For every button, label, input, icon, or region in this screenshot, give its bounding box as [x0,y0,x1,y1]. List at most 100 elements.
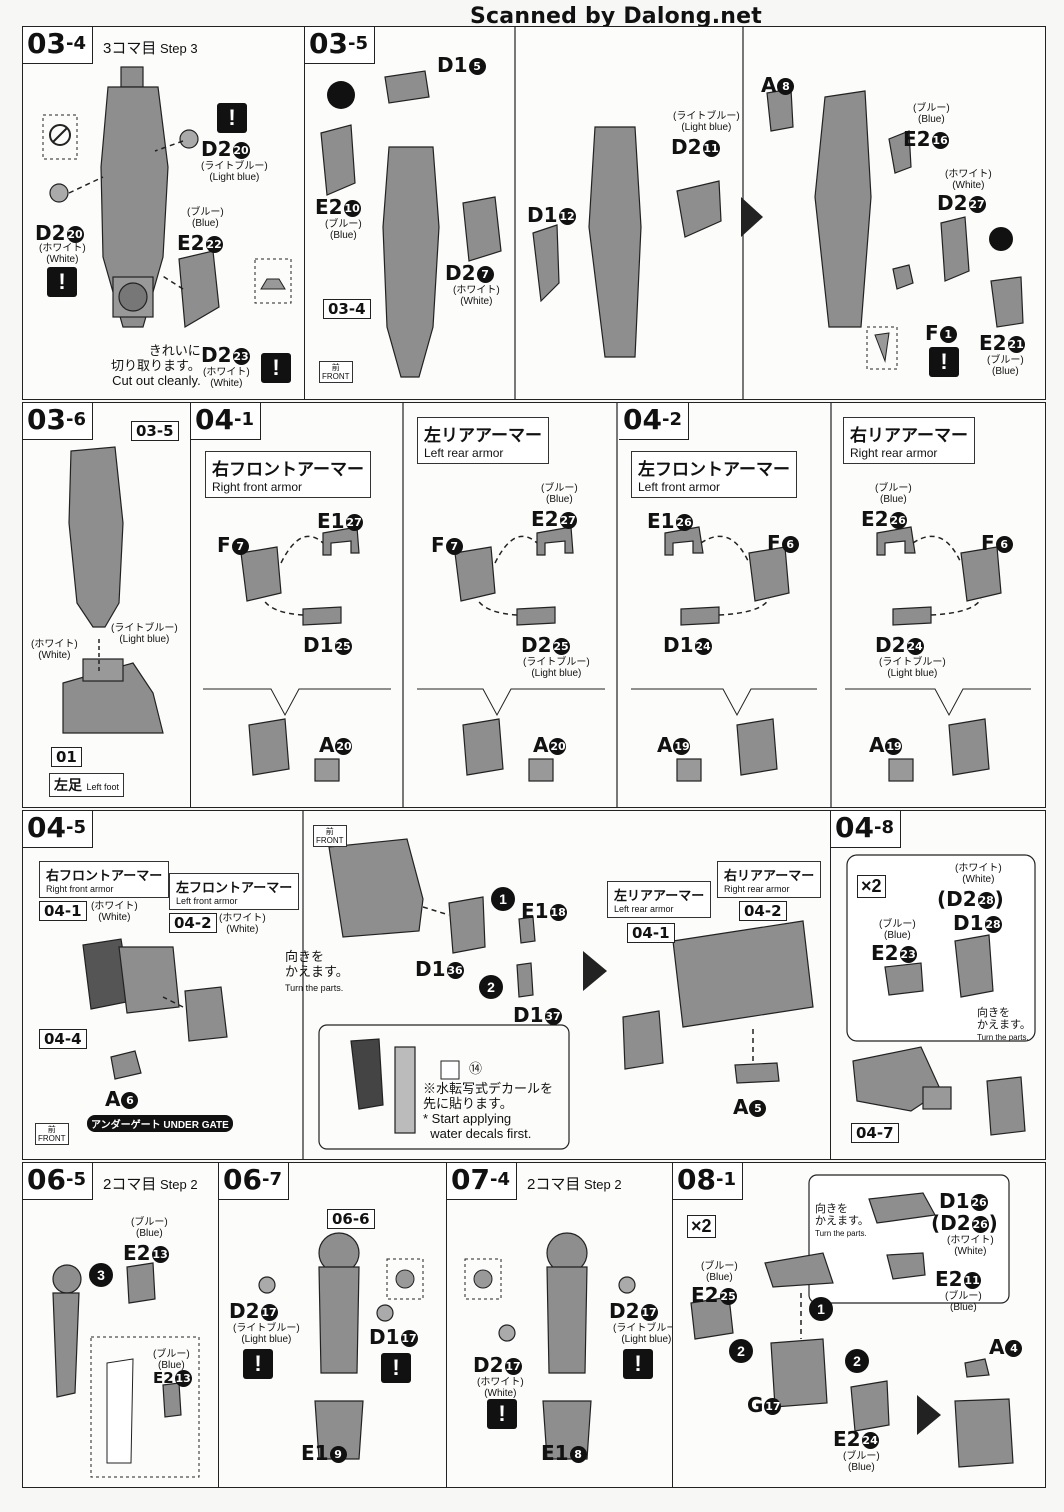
color-label: (ブルー)(Blue) [541,483,578,505]
ref-04-2: 04-2 [739,901,787,921]
color-label: (ライトブルー)(Light blue) [201,161,268,183]
color-label: (ホワイト)(White) [31,639,78,661]
turn-note: 向きをかえます。Turn the parts. [815,1203,869,1238]
color-label: (ブルー)(Blue) [913,103,950,125]
color-label: (ブルー)(Blue) [325,219,362,241]
quantity-x2: ×2 [857,875,886,898]
color-label: (ホワイト)(White) [945,169,992,191]
step-badge-04-2: 04-2 [619,403,689,440]
caution-icon: ! [217,103,247,133]
caution-icon: ! [929,347,959,377]
skirt-drawing [846,854,1036,1136]
ref-04-1: 04-1 [627,923,675,943]
step-badge: 06-5 [23,1163,93,1200]
color-label: (ホワイト)(White) [947,1235,994,1257]
color-label: (ホワイト)(White) [477,1377,524,1399]
ref-03-5: 03-5 [131,421,179,441]
step-04-1-2-panel: 04-1 [190,402,1046,808]
caution-icon: ! [381,1353,411,1383]
caution-icon: ! [243,1349,273,1379]
step-marker-2: 2 [479,975,503,999]
arm-part-drawing [52,1262,200,1478]
ref-04-4: 04-4 [39,1029,87,1049]
step-marker-1: 1 [491,887,515,911]
step-badge: 04-5 [23,811,93,848]
color-label: (ブルー)(Blue) [843,1451,880,1473]
left-foot-label: 左足 Left foot [49,773,124,797]
step-marker-2: 2 [729,1339,753,1363]
turn-note: 向きをかえます。Turn the parts. [977,1007,1031,1042]
next-arrow [741,197,763,237]
color-label: (ブルー)(Blue) [153,1349,190,1371]
step-badge: 08-1 [673,1163,743,1200]
leg-foot-drawing [62,446,164,734]
color-label: (ホワイト)(White) [453,285,500,307]
leg-armor-drawing [320,27,1024,399]
quantity-x2: ×2 [687,1215,716,1238]
ref-06-6: 06-6 [327,1209,375,1229]
color-label: (ブルー)(Blue) [131,1217,168,1239]
color-label: (ホワイト)(White) [39,243,86,265]
color-label: (ブルー)(Blue) [879,919,916,941]
watermark: Scanned by Dalong.net [470,4,762,29]
step-marker-1: 1 [809,1297,833,1321]
color-label: (ホワイト)(White) [203,367,250,389]
step-badge: 03-5 [305,27,375,64]
step-badge: 03-4 [23,27,93,64]
step-badge: 04-8 [831,811,901,848]
color-label: (ホワイト)(White) [219,913,266,935]
color-label: (ホワイト)(White) [955,863,1002,885]
decal-note: ※水転写式デカールを先に貼ります。* Start applying water … [423,1081,554,1141]
color-label: (ライトブルー)(Light blue) [233,1323,300,1345]
color-label: (ブルー)(Blue) [187,207,224,229]
step-note: 2コマ目 Step 2 [103,1176,198,1193]
waist-armor-drawing [82,811,814,1159]
step-note: 3コマ目 Step 3 [103,40,198,57]
ref-04-1: 04-1 [39,901,87,921]
step-badge: 04-1 [191,403,261,440]
arm-joint-drawing [258,1232,424,1460]
step-badge: 03-6 [23,403,93,440]
armor-frames [203,403,1031,807]
caution-icon: ! [623,1349,653,1379]
ref-01: 01 [51,747,82,767]
